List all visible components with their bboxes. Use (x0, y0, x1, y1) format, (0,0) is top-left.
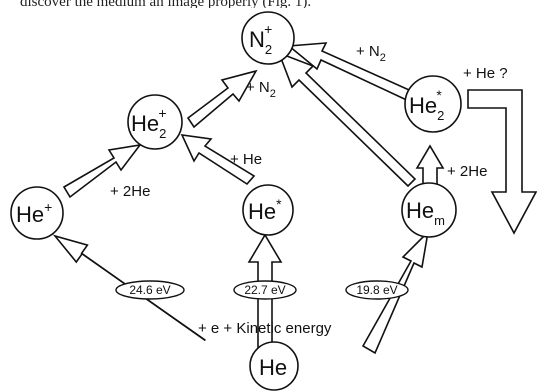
node-n2plus (241, 11, 295, 65)
label-he2plus: He2+ (131, 105, 167, 141)
arrow-hem-to-n2plus (277, 51, 417, 188)
energy-excited: 22.7 eV (244, 283, 285, 297)
energy-ellipse-metastable (345, 280, 409, 300)
node-he2star (404, 75, 462, 133)
arrow-heplus-to-he2plus (62, 143, 142, 199)
rxn-hem-to-he2star: + 2He (447, 163, 487, 180)
label-hestar: He* (248, 196, 282, 224)
arrow-hestar-to-he2plus (180, 134, 256, 186)
label-he2star: He2* (409, 87, 444, 123)
energy-ellipse-excited (233, 280, 297, 300)
energy-metastable: 19.8 eV (356, 283, 397, 297)
rxn-heplus-to-he2plus: + 2He (110, 183, 150, 200)
node-hestar (242, 184, 294, 236)
node-he (249, 341, 299, 391)
arrow-he-to-heplus (52, 234, 206, 342)
label-n2plus: N2+ (249, 21, 272, 57)
rxn-he2plus-to-n2: + N2 (246, 79, 276, 100)
rxn-hestar-to-he2plus: + He (230, 151, 262, 168)
label-hem: Hem (406, 198, 445, 228)
label-heplus: He+ (16, 199, 52, 227)
arrow-he2star-to-n2plus (286, 42, 420, 105)
arrow-he2plus-to-n2plus (186, 69, 258, 129)
rxn-he2star-to-n2: + N2 (356, 43, 386, 64)
caption-text: discover the medium an image properly (F… (20, 0, 312, 8)
node-hem (401, 182, 457, 238)
node-heplus (10, 186, 64, 240)
arrow-he2star-dissociation (467, 89, 537, 235)
energy-ionization: 24.6 eV (129, 283, 170, 297)
node-he2plus (127, 94, 183, 150)
rxn-excitation: + e + Kinetic energy (198, 320, 332, 337)
rxn-he2star-dissociation: + He ? (463, 65, 508, 82)
energy-ellipse-ionization (115, 280, 185, 300)
label-he: He (259, 355, 287, 380)
